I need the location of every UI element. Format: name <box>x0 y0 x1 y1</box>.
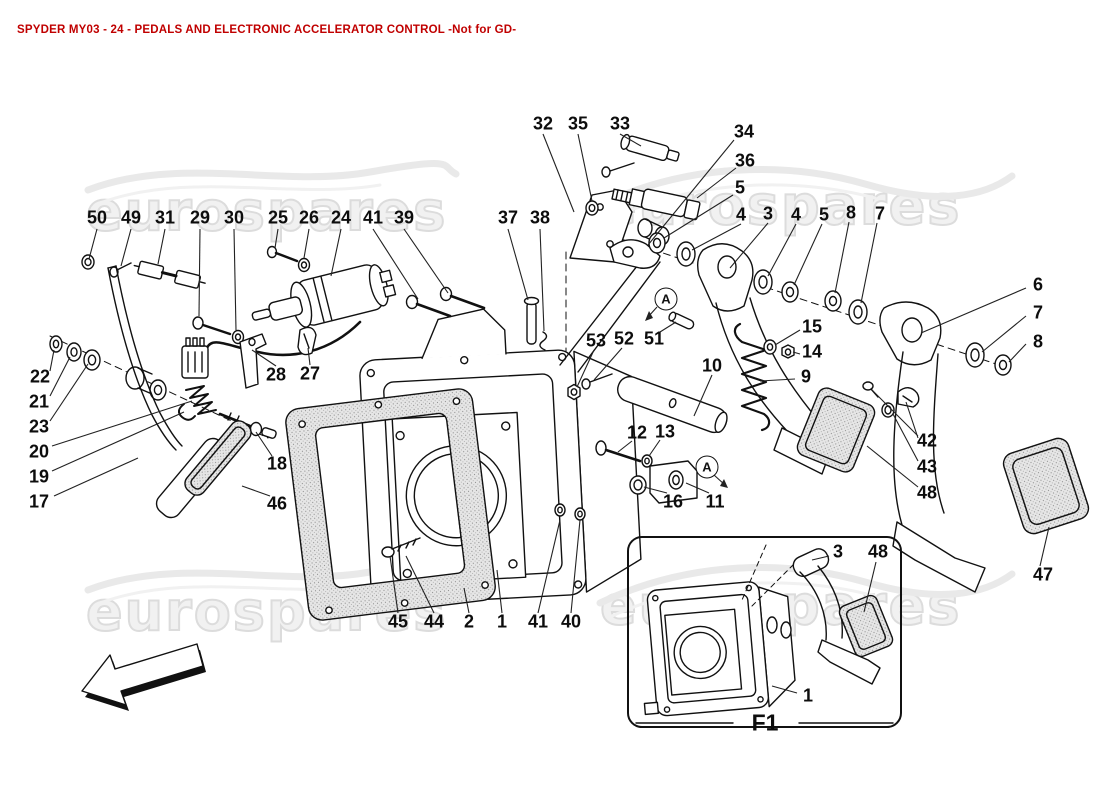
watermark: eurospares <box>85 179 448 244</box>
page-title: SPYDER MY03 - 24 - PEDALS AND ELECTRONIC… <box>17 24 517 36</box>
exploded-view-drawing <box>49 133 1090 728</box>
direction-arrow <box>81 643 206 711</box>
leader-lines <box>49 133 1050 694</box>
